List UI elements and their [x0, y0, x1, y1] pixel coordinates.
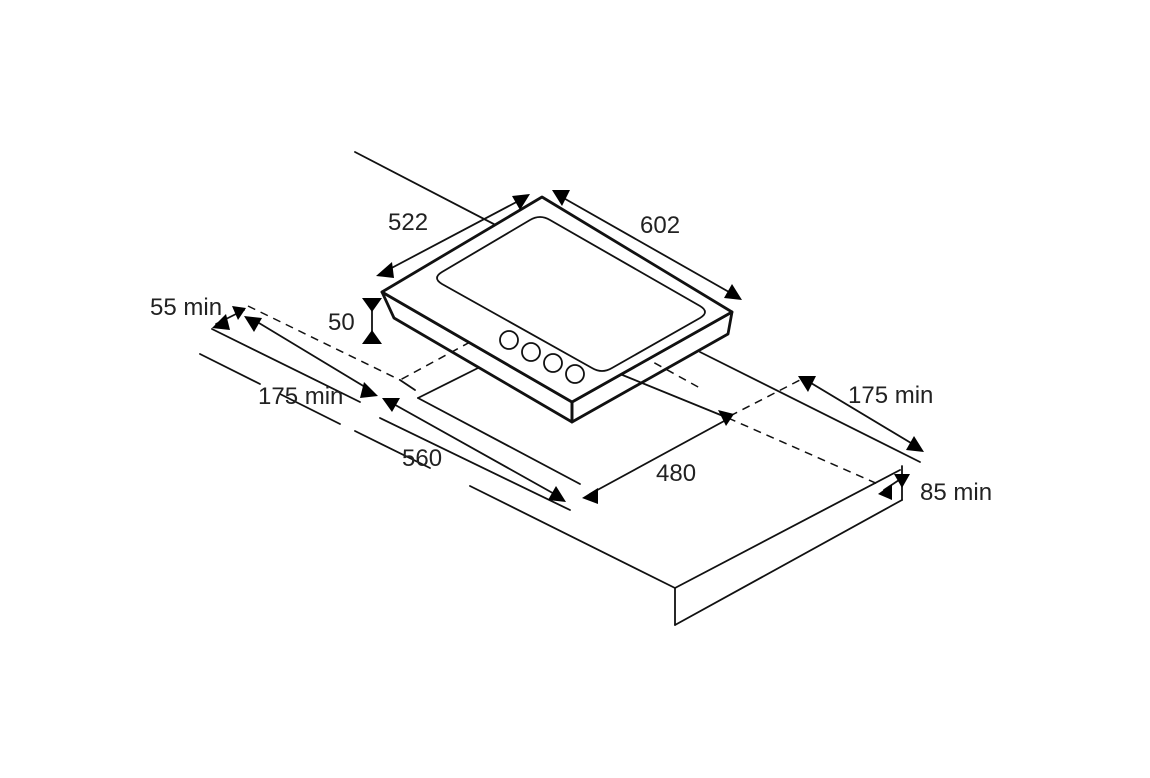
- arrow-602-right: [724, 284, 742, 300]
- knob-4: [565, 364, 585, 384]
- dim-560-line: [389, 401, 559, 497]
- arrow-50-top: [362, 298, 382, 312]
- cutout-front-left-edge: [417, 367, 479, 399]
- arrow-55-right: [232, 306, 246, 320]
- arrow-522-left: [376, 262, 394, 278]
- dim-175-left-line: [253, 319, 371, 391]
- label-602: 602: [640, 212, 680, 239]
- arrow-85-bottom: [878, 484, 892, 500]
- arrow-175-right-bottom: [906, 436, 924, 452]
- arrow-55-left: [212, 314, 230, 330]
- hob-inner-panel: [436, 216, 706, 372]
- dim-522-line: [383, 197, 525, 273]
- label-560: 560: [402, 445, 442, 472]
- hob-control-knobs: [499, 330, 585, 384]
- arrow-480-right: [718, 410, 734, 426]
- arrow-85-top: [894, 474, 910, 488]
- arrow-602-left: [552, 190, 570, 206]
- arrow-50-bottom: [362, 330, 382, 344]
- dimension-arrows: [212, 190, 924, 504]
- arrow-175-left-top: [244, 316, 262, 332]
- worktop-right-top-edge: [674, 469, 901, 589]
- cutout-left-edge: [399, 379, 416, 391]
- knob-3: [543, 353, 563, 373]
- label-480: 480: [656, 460, 696, 487]
- arrow-175-right-top: [798, 376, 816, 392]
- worktop-front-top-edge-2: [379, 417, 571, 511]
- hob-top-plate: [380, 195, 734, 404]
- worktop-front-bottom-edge-2: [279, 393, 341, 425]
- left-clearance-dashed: [247, 305, 401, 381]
- knob-1: [499, 330, 519, 350]
- worktop: [199, 151, 921, 626]
- dim-602-line: [559, 195, 737, 297]
- label-50: 50: [328, 309, 355, 336]
- rear-clearance-dashed: [727, 417, 881, 486]
- worktop-front-bottom-edge-3: [354, 430, 431, 469]
- dim-480-line: [589, 419, 727, 495]
- arrow-560-right: [548, 486, 566, 502]
- arrow-480-left: [582, 488, 598, 504]
- label-175-min-left: 175 min: [258, 383, 343, 410]
- dim-175-right-line: [805, 379, 917, 447]
- arrow-560-left: [382, 398, 400, 412]
- label-522: 522: [388, 209, 428, 236]
- worktop-front-top-edge: [211, 328, 361, 403]
- worktop-right-bottom-edge: [674, 499, 903, 626]
- worktop-front-bottom-edge-4: [469, 485, 676, 589]
- dimension-labels: 522 602 50 55 min 175 min 560 480 175 mi…: [150, 209, 992, 506]
- label-175-min-right: 175 min: [848, 382, 933, 409]
- label-55-min: 55 min: [150, 294, 222, 321]
- arrow-175-left-bottom: [360, 382, 378, 398]
- arrow-522-right: [512, 194, 530, 210]
- worktop-front-bottom-edge: [199, 353, 261, 385]
- cutout-right-front-edge: [619, 373, 729, 419]
- hob: [380, 195, 734, 424]
- cutout-front-right-edge: [417, 397, 581, 485]
- worktop-back-edge-2: [699, 351, 921, 463]
- knob-2: [521, 342, 541, 362]
- label-85-min: 85 min: [920, 479, 992, 506]
